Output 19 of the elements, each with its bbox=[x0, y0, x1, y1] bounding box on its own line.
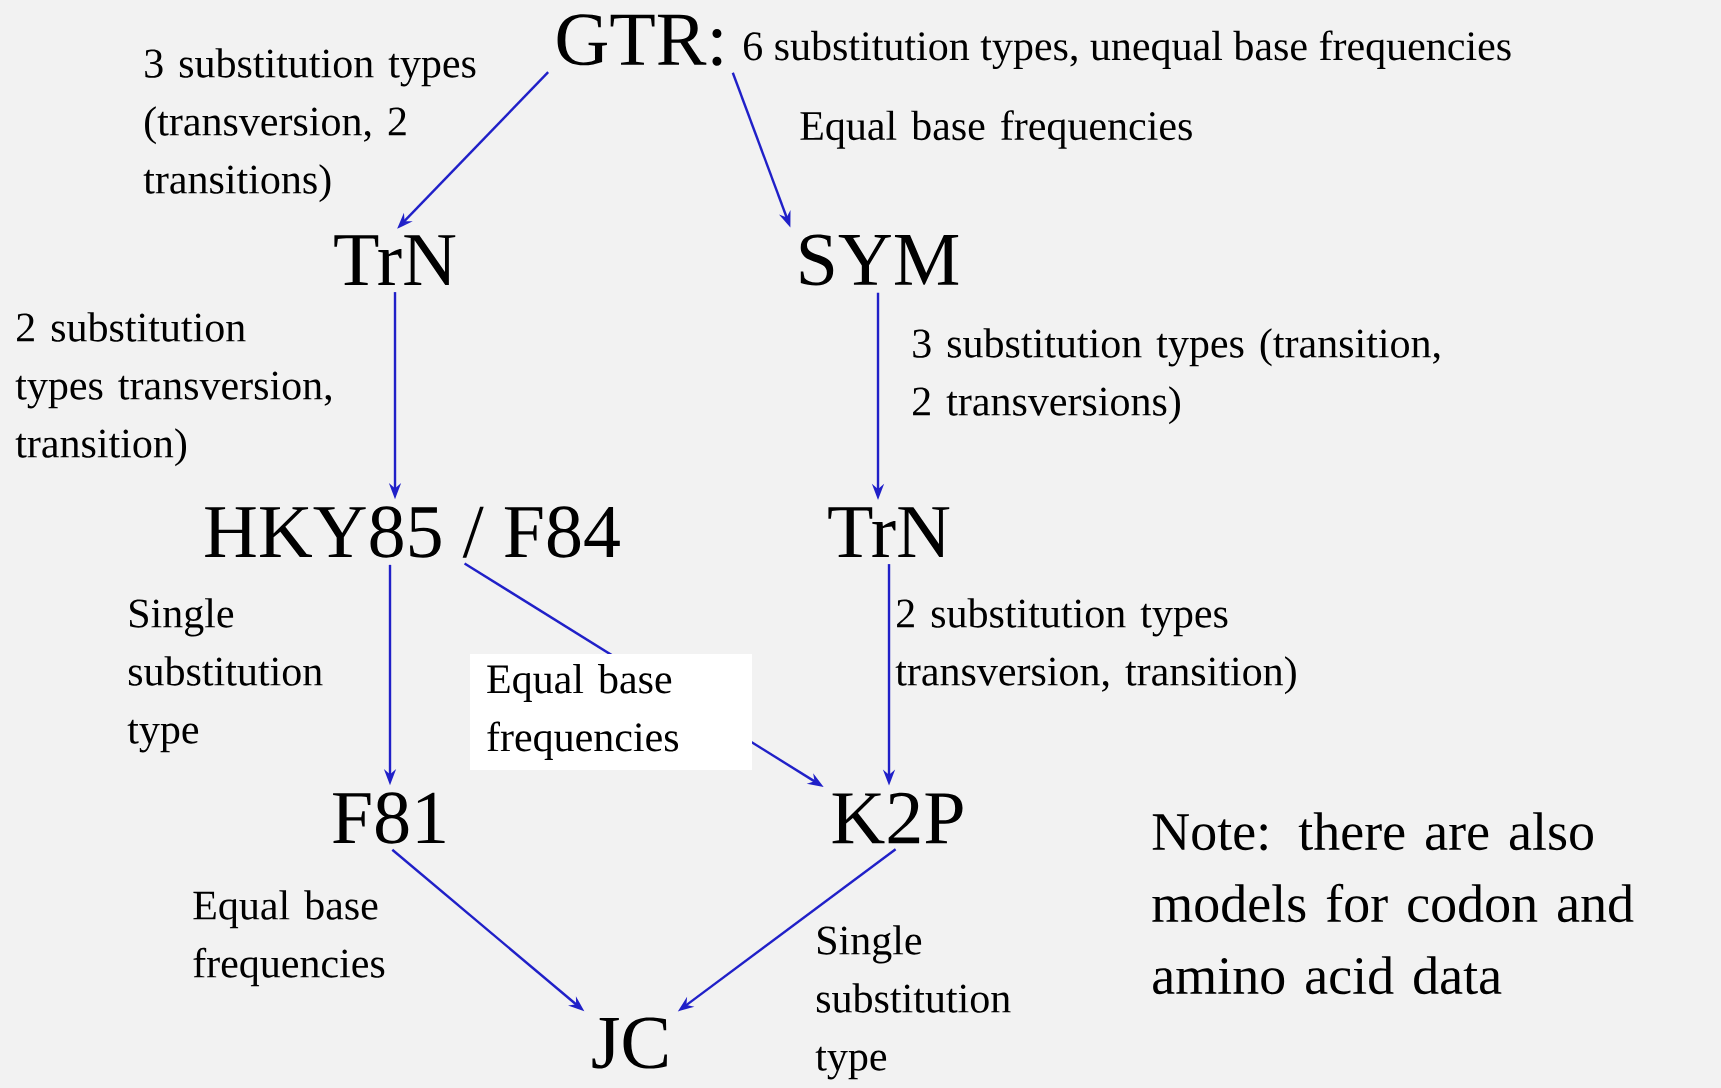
model-name: TrN bbox=[828, 507, 950, 557]
model-description: 6 substitution types, unequal base frequencies bbox=[744, 30, 1511, 70]
note-text: Note: there are also models for codon and amino acid data bbox=[1152, 812, 1634, 995]
model-name: F81 bbox=[333, 792, 445, 844]
model-name: SYM bbox=[800, 234, 959, 286]
edge-label: Single substitution type bbox=[815, 925, 1011, 1080]
edge-label: 2 substitution types transversion, transition) bbox=[15, 312, 331, 467]
edge-label: Equal base frequencies bbox=[800, 110, 1192, 149]
edge-label: Equal base frequencies bbox=[193, 890, 385, 987]
model-name: HKY85 / F84 bbox=[205, 506, 620, 558]
edge-label: Equal base frequencies bbox=[470, 653, 752, 771]
edge-label: 3 substitution types (transition, 2 transversions) bbox=[913, 328, 1440, 425]
edge-label: 2 substitution types transversion, transition) bbox=[895, 598, 1296, 695]
model-name: K2P bbox=[832, 792, 963, 844]
model-name: TrN bbox=[334, 235, 456, 285]
model-name: JC bbox=[592, 1017, 667, 1069]
model-name: GTR: bbox=[557, 14, 722, 66]
edge-label: Single substitution type bbox=[127, 598, 323, 753]
edge-label: 3 substitution types (transversion, 2 transitions) bbox=[143, 48, 476, 203]
